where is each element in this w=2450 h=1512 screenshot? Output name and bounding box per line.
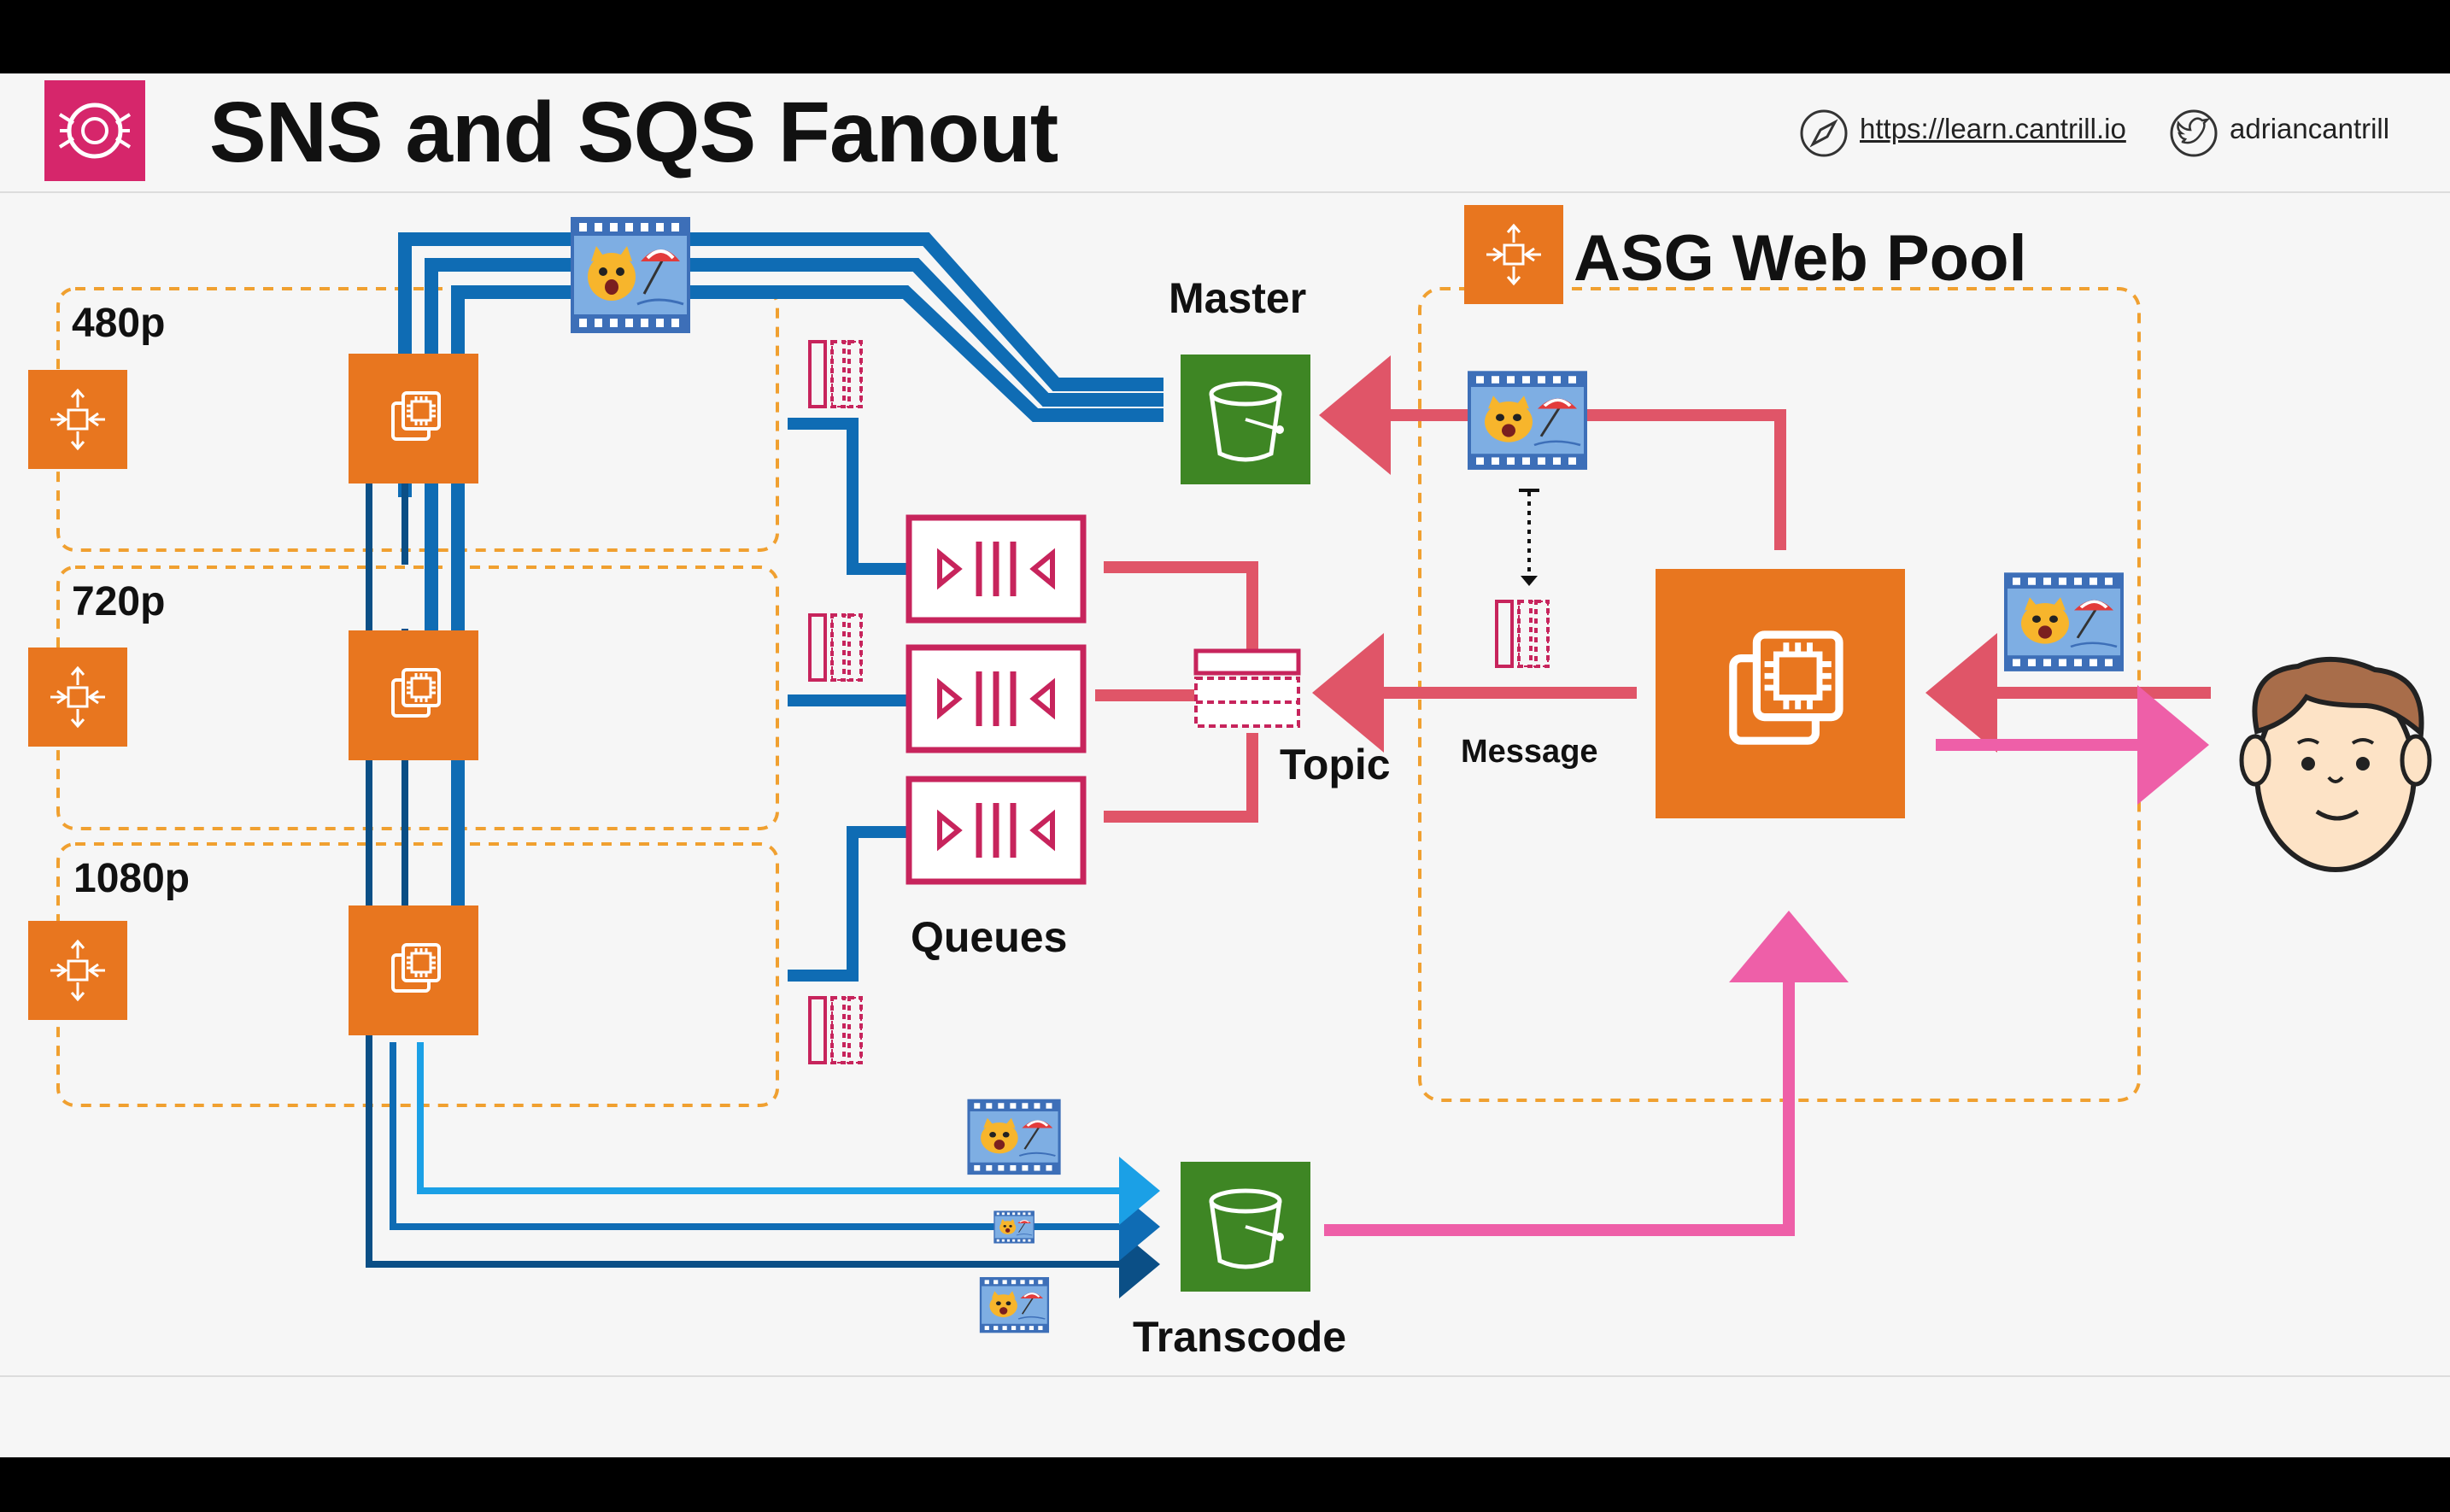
asg-web-pool-icon (1464, 205, 1563, 304)
ec2-worker-720p-icon (349, 630, 478, 760)
video-film-720p-output-icon (993, 1210, 1035, 1244)
video-film-icon (571, 217, 690, 333)
transcode-to-web-arrow (1324, 911, 1849, 1236)
twitter-bird-icon (2170, 109, 2218, 157)
queues-label: Queues (911, 913, 1067, 961)
video-film-1080p-output-icon (979, 1276, 1050, 1333)
master-label: Master (1169, 274, 1306, 322)
transcode-label: Transcode (1133, 1313, 1346, 1361)
sqs-queue-720p-icon (909, 648, 1083, 750)
message-label: Message (1461, 734, 1598, 770)
topic-to-queue-1080p-line (1104, 733, 1258, 823)
sqs-queue-480p-icon (909, 518, 1083, 620)
queue-to-1080p-connector (788, 826, 907, 982)
ec2-web-instance-icon (1656, 569, 1905, 818)
video-film-480p-output-icon (967, 1099, 1061, 1175)
queued-message-1080p-icon (808, 996, 863, 1064)
s3-master-bucket-icon (1181, 355, 1310, 484)
page-title: SNS and SQS Fanout (209, 85, 1058, 180)
tier-720p-label: 720p (72, 579, 165, 624)
asg-1080p-icon (28, 921, 127, 1020)
header-divider (0, 191, 2450, 193)
queued-message-720p-icon (808, 613, 863, 682)
website-link[interactable]: https://learn.cantrill.io (1860, 113, 2126, 144)
message-reference-connector (1519, 489, 1539, 586)
ec2-worker-480p-icon (349, 354, 478, 483)
sns-topic-icon-diagram (1193, 648, 1301, 728)
topic-to-queue-480p-line (1104, 561, 1258, 651)
tier-480p-label: 480p (72, 301, 165, 346)
s3-transcode-bucket-icon (1181, 1162, 1310, 1292)
queue-to-480p-connector (788, 418, 907, 575)
compass-icon (1800, 109, 1848, 157)
slide: SNS and SQS Fanout https://learn.cantril… (0, 73, 2450, 1457)
fanout-diagram: 480p 720p 1080p ASG Web Pool (28, 80, 2432, 1361)
asg-web-pool-label: ASG Web Pool (1574, 222, 2027, 295)
sqs-queue-1080p-icon (909, 779, 1083, 882)
ec2-worker-1080p-icon (349, 905, 478, 1035)
asg-720p-icon (28, 648, 127, 747)
topic-label: Topic (1280, 741, 1391, 788)
output-720p-line (390, 1042, 1160, 1261)
message-icon (1495, 600, 1550, 668)
tier-1080p-label: 1080p (73, 856, 190, 901)
sns-topic-icon (44, 80, 145, 181)
worker-line-720p (425, 258, 1163, 497)
queued-message-480p-icon (808, 340, 863, 408)
video-film-asg-icon (1468, 371, 1587, 471)
footer-divider (0, 1375, 2450, 1377)
twitter-handle[interactable]: adriancantrill (2230, 113, 2390, 144)
worker-line-480p (398, 232, 1163, 497)
user-avatar (2239, 657, 2432, 872)
asg-480p-icon (28, 370, 127, 469)
output-480p-line (417, 1042, 1160, 1225)
video-film-user-icon (2004, 572, 2124, 672)
